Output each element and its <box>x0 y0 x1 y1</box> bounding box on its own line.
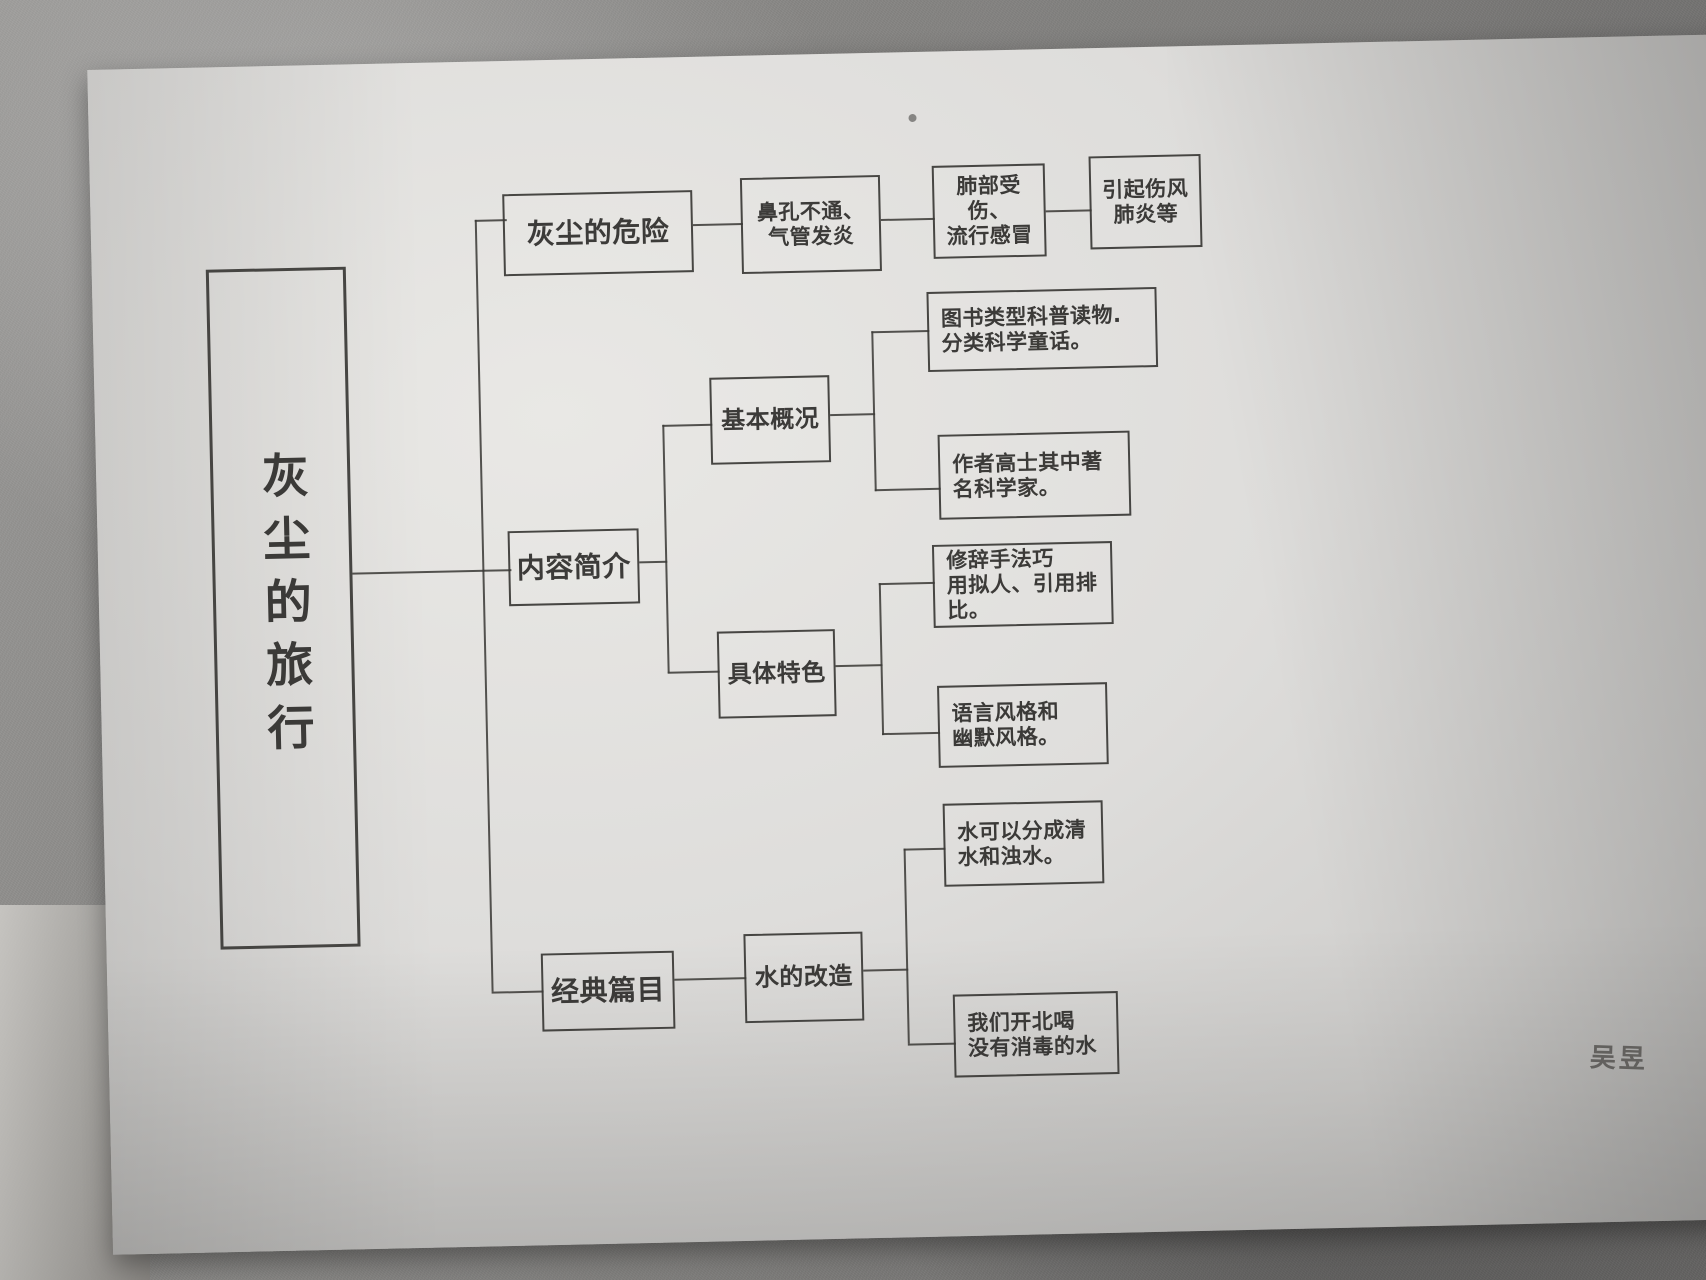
node-features-label: 具体特色 <box>727 658 827 689</box>
basic-spine-vertical <box>871 331 877 492</box>
node-basic-overview-label: 基本概况 <box>720 404 820 435</box>
node-water-label: 水的改造 <box>754 962 854 993</box>
edge-basic-leaf-1 <box>871 329 930 334</box>
node-summary-label: 内容简介 <box>516 549 632 586</box>
node-water-leaf-1-label: 水可以分成清 水和浊水。 <box>956 817 1087 869</box>
edge-trunk-classics <box>491 990 544 994</box>
node-summary: 内容简介 <box>507 528 641 607</box>
edge-feature-leaf-2 <box>882 731 941 736</box>
node-basic-leaf-2-label: 作者高士其中著 名科学家。 <box>951 448 1103 501</box>
edge-summary-feature <box>667 670 720 674</box>
node-water-leaf-2-label: 我们开北喝 没有消毒的水 <box>967 1008 1098 1060</box>
edge-danger-2 <box>880 217 935 222</box>
water-spine-vertical <box>903 848 910 1044</box>
edge-water-spine <box>863 968 909 972</box>
node-feature-leaf-1-label: 修辞手法巧 用拟人、引用排比。 <box>946 546 1098 623</box>
edge-basic-leaf-2 <box>874 487 941 492</box>
node-feature-leaf-2-label: 语言风格和 幽默风格。 <box>951 699 1060 751</box>
node-basic-leaf-2: 作者高士其中著 名科学家。 <box>937 430 1132 520</box>
edge-water-leaf-2 <box>907 1042 956 1046</box>
edge-water-leaf-1 <box>903 847 946 851</box>
node-features: 具体特色 <box>716 629 837 719</box>
node-basic-leaf-1: 图书类型科普读物. 分类科学童话。 <box>926 287 1159 373</box>
edge-summary-spine <box>639 560 668 564</box>
node-water: 水的改造 <box>743 931 865 1024</box>
node-basic-overview: 基本概况 <box>709 375 832 465</box>
edge-danger-3 <box>1045 209 1092 213</box>
edge-danger-1 <box>692 223 743 227</box>
root-node-label: 灰尘的旅行 <box>252 450 315 767</box>
node-feature-leaf-1: 修辞手法巧 用拟人、引用排比。 <box>931 541 1114 628</box>
node-danger-step-1: 鼻孔不通、 气管发炎 <box>739 175 882 275</box>
node-danger-step-3: 引起伤风 肺炎等 <box>1088 154 1203 250</box>
signature: 吴昱 <box>1589 1042 1649 1076</box>
node-danger-label: 灰尘的危险 <box>526 215 670 252</box>
node-basic-leaf-1-label: 图书类型科普读物. 分类科学童话。 <box>940 303 1122 356</box>
node-danger-step-3-label: 引起伤风 肺炎等 <box>1101 176 1189 227</box>
edge-root-trunk <box>352 569 485 575</box>
node-water-leaf-1: 水可以分成清 水和浊水。 <box>942 800 1105 887</box>
summary-spine-vertical <box>662 424 670 673</box>
node-classics: 经典篇目 <box>540 950 676 1032</box>
trunk-vertical <box>474 219 494 992</box>
node-classics-label: 经典篇目 <box>550 973 666 1009</box>
feature-spine-vertical <box>878 583 885 736</box>
node-danger-step-2-label: 肺部受伤、 流行感冒 <box>946 173 1033 249</box>
node-danger: 灰尘的危险 <box>502 190 694 277</box>
node-water-leaf-2: 我们开北喝 没有消毒的水 <box>952 991 1120 1078</box>
edge-feature-spine <box>835 664 883 668</box>
edge-classics-water <box>674 977 747 981</box>
edge-trunk-summary <box>482 569 512 572</box>
edge-basic-spine <box>830 413 876 417</box>
edge-summary-basic <box>662 423 713 427</box>
node-feature-leaf-2: 语言风格和 幽默风格。 <box>937 682 1109 768</box>
node-danger-step-2: 肺部受伤、 流行感冒 <box>931 163 1047 259</box>
node-danger-step-1-label: 鼻孔不通、 气管发炎 <box>756 198 865 250</box>
edge-feature-leaf-1 <box>878 581 935 586</box>
root-node: 灰尘的旅行 <box>205 266 361 950</box>
